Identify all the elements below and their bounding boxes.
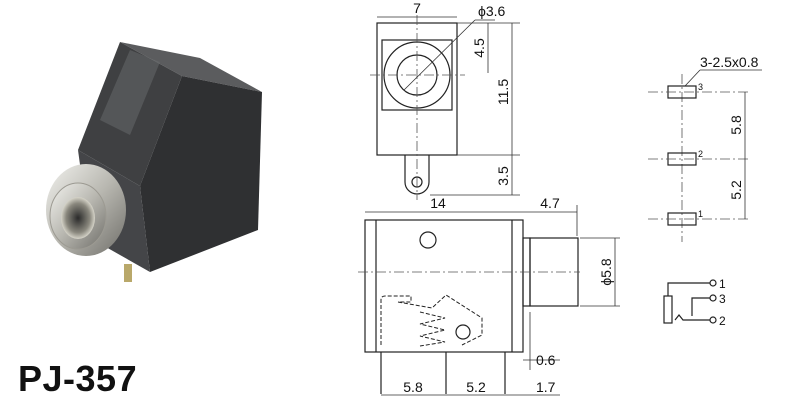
barrel-diameter-dim: ϕ5.8 — [598, 258, 614, 286]
barrel-length-dim: 4.7 — [540, 195, 560, 211]
schematic-pin-3: 3 — [719, 292, 726, 306]
top-view-drawing — [370, 15, 520, 200]
product-photo — [46, 42, 262, 282]
pin-pitch-1-dim: 5.8 — [403, 379, 423, 395]
pad-label-2: 2 — [698, 149, 703, 159]
hole-offset-dim: 4.5 — [471, 38, 487, 58]
pitch-upper-dim: 5.8 — [728, 115, 744, 135]
hole-diameter-dim: ϕ3.6 — [478, 3, 506, 19]
model-title: PJ-357 — [18, 358, 138, 399]
side-view-drawing — [358, 205, 620, 396]
edge-gap-dim: 0.6 — [536, 352, 556, 368]
footprint-drawing — [648, 69, 762, 242]
pad-label-3: 3 — [698, 82, 703, 92]
schematic-symbol — [663, 279, 717, 324]
pitch-lower-dim: 5.2 — [728, 180, 744, 200]
schematic-pin-2: 2 — [719, 314, 726, 328]
end-offset-dim: 1.7 — [536, 379, 556, 395]
length-dim: 14 — [430, 195, 446, 211]
pad-label-1: 1 — [698, 209, 703, 219]
top-width-dim: 7 — [413, 0, 421, 16]
pin-pitch-2-dim: 5.2 — [466, 379, 486, 395]
pad-spec-label: 3-2.5x0.8 — [700, 54, 759, 70]
body-height-dim: 11.5 — [495, 79, 511, 105]
tab-length-dim: 3.5 — [495, 166, 511, 186]
schematic-pin-1: 1 — [719, 277, 726, 291]
